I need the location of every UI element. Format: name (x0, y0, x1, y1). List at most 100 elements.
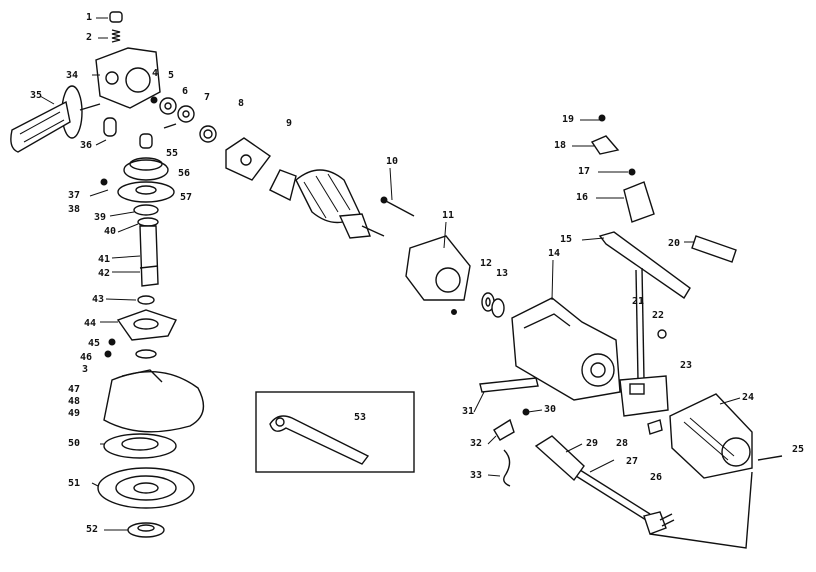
part-label-8: 8 (238, 98, 245, 109)
part-label-4: 4 (152, 68, 159, 79)
part-26-power-cord (575, 469, 753, 549)
leader-lines (39, 17, 741, 531)
part-24-rear-cover (669, 393, 753, 479)
part-45-screw (108, 338, 116, 346)
part-label-5: 5 (168, 70, 175, 81)
part-label-18: 18 (554, 140, 567, 151)
part-51-disc (97, 467, 195, 509)
part-19-screw (598, 114, 606, 122)
part-34-gear-housing (95, 47, 161, 109)
part-label-56: 56 (178, 168, 191, 179)
part-50-flange (103, 433, 177, 459)
part-33-spring (503, 449, 511, 487)
part-20-strip (691, 235, 737, 263)
part-label-46: 46 (80, 352, 93, 363)
part-label-2: 2 (86, 32, 93, 43)
part-22-pin (657, 329, 667, 339)
part-label-41: 41 (98, 254, 111, 265)
part-41-42-spindle (139, 225, 159, 287)
part-label-36: 36 (80, 140, 93, 151)
part-39-ring (133, 204, 159, 216)
part-27-clamp (647, 419, 663, 435)
part-label-57: 57 (180, 192, 193, 203)
part-1-cap (109, 11, 123, 23)
part-13-bearing (491, 298, 505, 318)
part-label-30: 30 (544, 404, 557, 415)
part-label-20: 20 (668, 238, 681, 249)
part-52-nut (127, 522, 165, 538)
part-label-15: 15 (560, 234, 573, 245)
part-16-switch (623, 181, 655, 223)
part-36-knob (103, 117, 117, 137)
part-53-wrench-inset (255, 391, 415, 473)
part-label-23: 23 (680, 360, 693, 371)
part-label-22: 22 (652, 310, 665, 321)
part-label-31: 31 (462, 406, 475, 417)
part-2-spring (111, 29, 121, 43)
part-4-screw (150, 96, 158, 104)
part-label-42: 42 (98, 268, 111, 279)
part-18-lever (590, 135, 620, 155)
part-9-armature (269, 169, 385, 239)
part-label-7: 7 (204, 92, 211, 103)
part-3b-washer (135, 349, 157, 359)
part-35-side-handle (10, 85, 101, 153)
part-8-plate (225, 137, 271, 181)
part-label-49: 49 (68, 408, 81, 419)
part-6-gear (177, 105, 195, 123)
part-label-11: 11 (442, 210, 455, 221)
part-label-47: 47 (68, 384, 81, 395)
part-label-34: 34 (66, 70, 79, 81)
part-57-flange (117, 181, 175, 203)
part-55-pin (139, 133, 153, 149)
part-44-bearing-plate (116, 309, 177, 341)
part-15-switch-rod (598, 231, 691, 300)
part-label-17: 17 (578, 166, 591, 177)
part-56-gear (123, 157, 169, 181)
part-11-field (405, 235, 471, 315)
part-label-35: 35 (30, 90, 43, 101)
part-label-50: 50 (68, 438, 81, 449)
part-label-24: 24 (742, 392, 755, 403)
part-label-55: 55 (166, 148, 179, 159)
part-label-37: 37 (68, 190, 81, 201)
part-label-39: 39 (94, 212, 107, 223)
part-label-13: 13 (496, 268, 509, 279)
part-label-51: 51 (68, 478, 81, 489)
part-label-44: 44 (84, 318, 97, 329)
part-7-bearing (199, 125, 217, 143)
part-label-43: 43 (92, 294, 105, 305)
part-label-19: 19 (562, 114, 575, 125)
part-label-33: 33 (470, 470, 483, 481)
part-label-16: 16 (576, 192, 589, 203)
part-label-10: 10 (386, 156, 399, 167)
part-label-52: 52 (86, 524, 99, 535)
part-label-1: 1 (86, 12, 93, 23)
part-label-48: 48 (68, 396, 81, 407)
part-label-14: 14 (548, 248, 561, 259)
part-21-rod (635, 267, 645, 381)
part-32-clamp (493, 418, 515, 441)
part-label-27: 27 (626, 456, 639, 467)
part-29-strain-relief (534, 435, 585, 482)
part-46-screw (104, 350, 112, 358)
part-label-25: 25 (792, 444, 805, 455)
part-label-29: 29 (586, 438, 599, 449)
part-label-3: 3 (82, 364, 89, 375)
part-label-26: 26 (650, 472, 663, 483)
part-label-38: 38 (68, 204, 81, 215)
part-label-9: 9 (286, 118, 293, 129)
part-10-screw (380, 196, 415, 217)
part-23-switch-block (619, 375, 669, 417)
part-label-21: 21 (632, 296, 645, 307)
part-37-screw (100, 178, 108, 186)
part-label-45: 45 (88, 338, 101, 349)
part-5-bearing (159, 97, 177, 115)
part-label-32: 32 (470, 438, 483, 449)
part-3-screw (163, 123, 177, 129)
part-label-40: 40 (104, 226, 117, 237)
part-label-12: 12 (480, 258, 493, 269)
part-40-bearing (137, 217, 159, 227)
